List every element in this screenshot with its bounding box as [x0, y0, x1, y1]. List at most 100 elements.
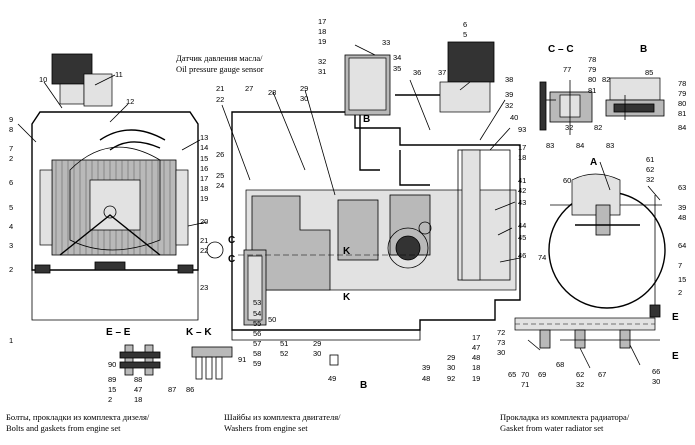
callout: 48	[678, 213, 686, 222]
callout: 25	[216, 171, 224, 180]
callout: 30	[652, 377, 660, 386]
center-engine-view	[206, 41, 521, 366]
callout: 29	[313, 339, 321, 348]
callout: 5	[9, 203, 13, 212]
callout: 64	[678, 241, 686, 250]
callout: 52	[280, 349, 288, 358]
callout: 1	[9, 336, 13, 345]
callout: 13	[200, 133, 208, 142]
hose-assembly	[514, 317, 660, 349]
callout: 11	[115, 70, 123, 79]
callout: 40	[510, 113, 518, 122]
callout: 84	[576, 141, 584, 150]
label-section-cc: C – C	[548, 44, 574, 55]
callout: 17	[200, 174, 208, 183]
callout: 19	[200, 194, 208, 203]
section-b	[605, 77, 665, 120]
callout: 2	[108, 395, 112, 404]
callout: 36	[413, 68, 421, 77]
marker-b-bottom: B	[360, 380, 367, 391]
callout: 47	[472, 343, 480, 352]
callout: 55	[253, 319, 261, 328]
callout: 65	[508, 370, 516, 379]
callout: 15	[200, 154, 208, 163]
callout: 47	[134, 385, 142, 394]
callout: 85	[645, 68, 653, 77]
callout: 20	[200, 217, 208, 226]
callout: 70	[521, 370, 529, 379]
captions: Датчик давления масла/ Oil pressure gaug…	[6, 53, 630, 433]
callout: 30	[447, 363, 455, 372]
callout: 48	[422, 374, 430, 383]
callout: 14	[200, 143, 208, 152]
callout: 18	[134, 395, 142, 404]
callout: 66	[652, 367, 660, 376]
callout: 58	[253, 349, 261, 358]
callout: 29	[447, 353, 455, 362]
callout: 84	[678, 123, 686, 132]
callout: 90	[108, 360, 116, 369]
callout: 45	[518, 233, 526, 242]
caption-washers-ru: Шайбы из комплекта двигателя/	[224, 412, 341, 422]
callout: 16	[200, 164, 208, 173]
marker-k-bottom: K	[343, 292, 351, 303]
callout: 33	[382, 38, 390, 47]
callout: 5	[463, 30, 467, 39]
callout: 32	[576, 380, 584, 389]
caption-gasket-en: Gasket from water radiator set	[500, 423, 604, 433]
callout: 34	[393, 53, 401, 62]
callout: 32	[505, 101, 513, 110]
callout: 18	[200, 184, 208, 193]
callout: 15	[108, 385, 116, 394]
callout: 61	[646, 155, 654, 164]
callout: 59	[253, 359, 261, 368]
callout: 69	[538, 370, 546, 379]
callout: 80	[678, 99, 686, 108]
callout: 18	[518, 153, 526, 162]
callout: 78	[588, 55, 596, 64]
callout: 88	[134, 375, 142, 384]
callout: 73	[497, 338, 505, 347]
callout: 2	[9, 265, 13, 274]
callout: 32	[318, 57, 326, 66]
caption-gasket-ru: Прокладка из комплекта радиатора/	[500, 412, 630, 422]
callout: 22	[216, 95, 224, 104]
callout: 27	[245, 84, 253, 93]
callout: 19	[318, 37, 326, 46]
callout: 62	[646, 165, 654, 174]
leader-lines	[17, 44, 661, 369]
callout: 49	[328, 374, 336, 383]
callout: 10	[39, 75, 47, 84]
callout: 78	[678, 79, 686, 88]
caption-bolts-en: Bolts and gaskets from engine set	[6, 423, 121, 433]
caption-oil-sensor-en: Oil pressure gauge sensor	[176, 64, 264, 74]
callout: 83	[546, 141, 554, 150]
caption-bolts-ru: Болты, прокладки из комплекта дизеля/	[6, 412, 150, 422]
callout: 74	[538, 253, 546, 262]
callout: 30	[300, 94, 308, 103]
section-markers: C – C B A E – E K – K C C K K E E B B	[106, 44, 679, 391]
callout: 17	[518, 143, 526, 152]
callout-numbers: 11 10 12 9 8 7 2 13 14 15 16 17 18 19 6 …	[9, 17, 686, 404]
callout: 32	[565, 123, 573, 132]
callout: 89	[108, 375, 116, 384]
callout: 29	[300, 84, 308, 93]
label-section-b: B	[640, 44, 647, 55]
callout: 82	[594, 123, 602, 132]
callout: 91	[238, 355, 246, 364]
marker-k-top: K	[343, 246, 351, 257]
callout: 37	[438, 68, 446, 77]
callout: 72	[497, 328, 505, 337]
callout: 21	[200, 236, 208, 245]
callout: 2	[678, 288, 682, 297]
callout: 39	[505, 90, 513, 99]
callout: 17	[318, 17, 326, 26]
callout: 81	[588, 86, 596, 95]
callout: 86	[186, 385, 194, 394]
callout: 56	[253, 329, 261, 338]
callout: 35	[393, 64, 401, 73]
callout: 17	[472, 333, 480, 342]
callout: 79	[678, 89, 686, 98]
marker-c-bottom: C	[228, 254, 235, 265]
